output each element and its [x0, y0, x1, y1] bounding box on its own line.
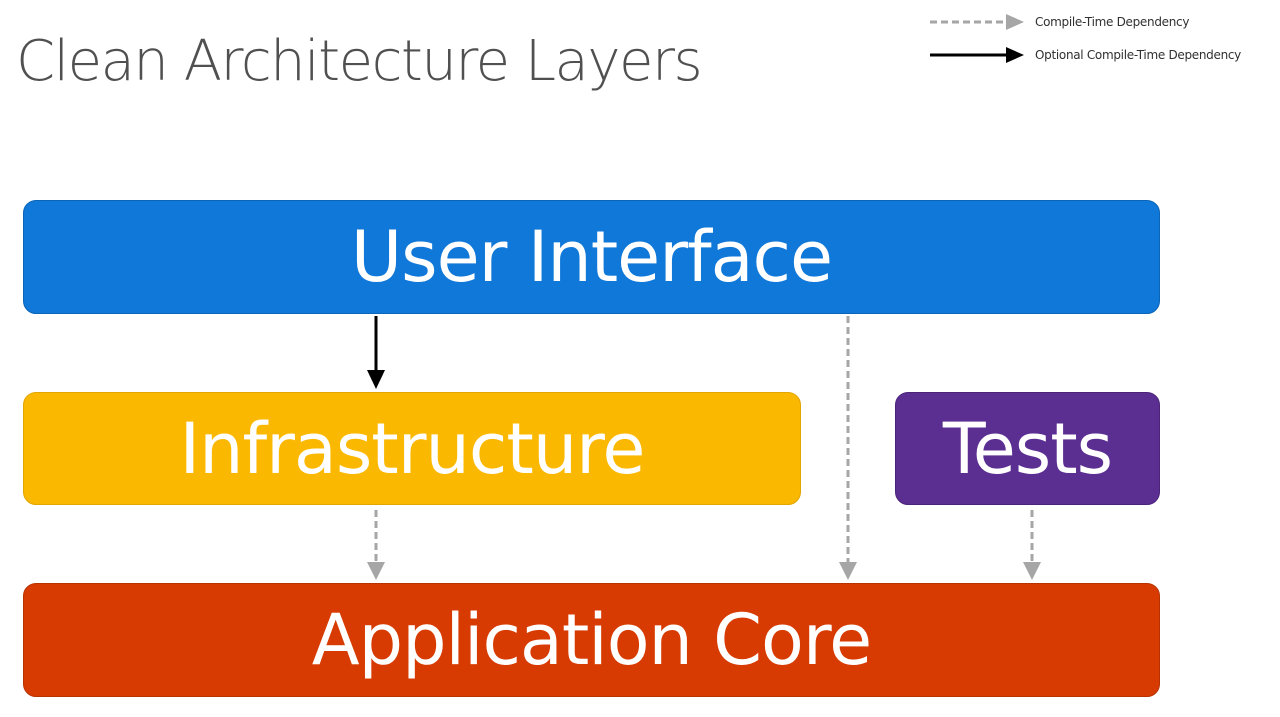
legend-optional-compile-time: Optional Compile-Time Dependency — [930, 44, 1241, 66]
legend-compile-time-label: Compile-Time Dependency — [1035, 15, 1190, 29]
arrow-infrastructure-to-core — [367, 510, 385, 580]
dashed-arrow-icon — [930, 14, 1024, 30]
legend: Compile-Time Dependency Optional Compile… — [930, 10, 1270, 70]
solid-arrow-icon — [930, 47, 1024, 63]
application-core-label: Application Core — [311, 599, 872, 681]
legend-compile-time: Compile-Time Dependency — [930, 11, 1189, 33]
arrow-tests-to-core — [1023, 510, 1041, 580]
slide-title: Clean Architecture Layers — [16, 29, 703, 94]
legend-optional-compile-time-label: Optional Compile-Time Dependency — [1035, 48, 1241, 62]
tests-layer: Tests — [895, 392, 1160, 505]
tests-label: Tests — [942, 407, 1113, 490]
user-interface-label: User Interface — [350, 216, 833, 298]
arrow-ui-to-core — [839, 316, 857, 580]
infrastructure-layer: Infrastructure — [23, 392, 801, 505]
user-interface-layer: User Interface — [23, 200, 1160, 314]
infrastructure-label: Infrastructure — [179, 407, 646, 490]
application-core-layer: Application Core — [23, 583, 1160, 697]
arrow-ui-to-infrastructure — [367, 316, 385, 389]
